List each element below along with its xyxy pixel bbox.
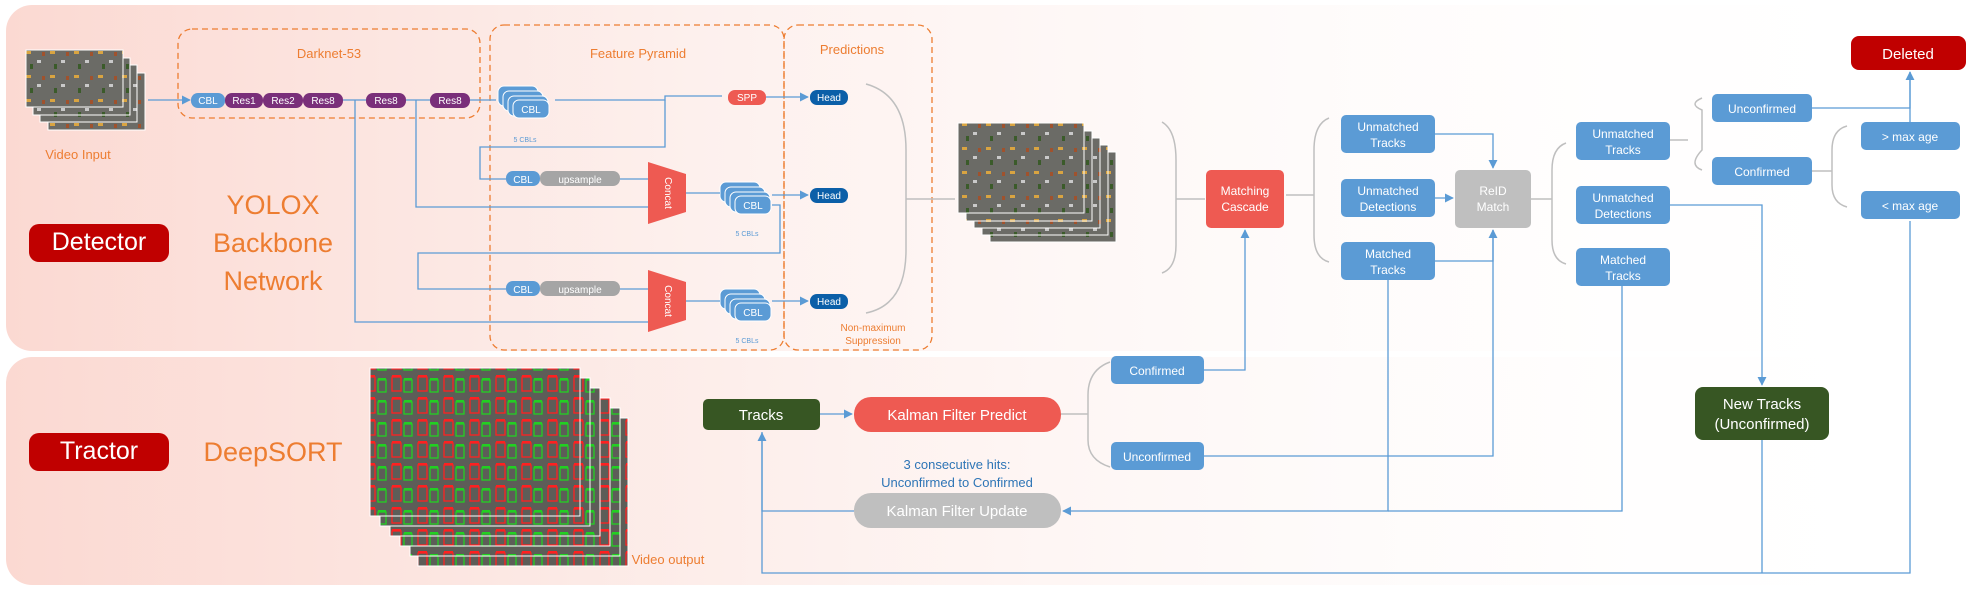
reid-box [1455, 170, 1531, 228]
concat-label-1: Concat [662, 177, 673, 209]
video-output-label: Video output [632, 552, 705, 567]
unmatched-detections-1-line-2: Detections [1360, 200, 1417, 214]
matching-cascade-line-2: Cascade [1221, 200, 1269, 214]
lt-max-age: < max age [1882, 199, 1939, 213]
cbl5-stack-1 [497, 85, 550, 119]
detection-frames-image [957, 122, 1117, 243]
darknet-block-res8-b: Res8 [374, 96, 398, 107]
predictions-title: Predictions [820, 42, 885, 57]
reid-line-2: Match [1477, 200, 1510, 214]
cbl5-1-caption: 5 CBLs [514, 137, 537, 144]
unmatched-tracks-2-line-2: Tracks [1605, 143, 1641, 157]
pyramid-title: Feature Pyramid [590, 46, 686, 61]
upsample-1: upsample [558, 175, 602, 186]
detector-label: Detector [52, 228, 146, 256]
darknet-block-res1: Res1 [232, 96, 256, 107]
unmatched-detections-1-line-1: Unmatched [1357, 184, 1418, 198]
darknet-box [177, 28, 481, 119]
darknet-title: Darknet-53 [297, 46, 361, 61]
nms-line-2: Suppression [845, 336, 901, 347]
concat-block-1 [648, 162, 686, 224]
gt-max-age: > max age [1882, 130, 1939, 144]
tracks-label: Tracks [739, 407, 783, 424]
confirmed-tracks: Confirmed [1129, 364, 1184, 378]
matched-tracks-1-line-2: Tracks [1370, 263, 1406, 277]
deleted-label: Deleted [1882, 46, 1934, 63]
matched-tracks-2-line-1: Matched [1600, 253, 1646, 267]
reid-line-1: ReID [1479, 184, 1507, 198]
cbl-upsample-2: CBL [513, 285, 533, 296]
tractor-label: Tractor [60, 437, 138, 465]
unmatched-tracks-1-line-1: Unmatched [1357, 120, 1418, 134]
kf-update-label: Kalman Filter Update [887, 503, 1028, 520]
concat-label-2: Concat [662, 285, 673, 317]
new-tracks-line-1: New Tracks [1723, 396, 1801, 413]
darknet-block-cbl: CBL [198, 96, 218, 107]
detector-badge [29, 224, 169, 262]
tracker-model: DeepSORT [203, 437, 342, 467]
video-input-label: Video Input [45, 147, 111, 162]
video-output-image [369, 367, 629, 567]
head-2: Head [817, 191, 841, 202]
unmatched-detections-2-line-2: Detections [1595, 207, 1652, 221]
unconfirmed-branch: Unconfirmed [1728, 102, 1796, 116]
matching-cascade-box [1206, 170, 1284, 228]
upsample-2: upsample [558, 285, 602, 296]
cbl5-stack-3 [719, 288, 772, 322]
predictions-box [783, 24, 933, 351]
hits-note-line-2: Unconfirmed to Confirmed [881, 475, 1033, 490]
tracks-box [703, 399, 820, 430]
cbl5-stack-2 [719, 181, 772, 215]
spp-label: SPP [737, 93, 757, 104]
kf-update-box [854, 493, 1061, 528]
model-line-2: Backbone [213, 228, 333, 258]
darknet-block-res8-a: Res8 [311, 96, 335, 107]
unmatched-tracks-2-line-1: Unmatched [1592, 127, 1653, 141]
cbl5-3-label: CBL [743, 308, 763, 319]
darknet-block-res2: Res2 [271, 96, 295, 107]
unmatched-detections-2-line-1: Unmatched [1592, 191, 1653, 205]
matched-tracks-1-line-1: Matched [1365, 247, 1411, 261]
nms-line-1: Non-maximum [840, 323, 905, 334]
cbl-upsample-1: CBL [513, 175, 533, 186]
cbl5-2-caption: 5 CBLs [736, 231, 759, 238]
cbl5-1-label: CBL [521, 105, 541, 116]
kf-predict-label: Kalman Filter Predict [887, 407, 1027, 424]
model-line-3: Network [223, 266, 323, 296]
confirmed-branch: Confirmed [1734, 165, 1789, 179]
cbl5-2-label: CBL [743, 201, 763, 212]
head-3: Head [817, 297, 841, 308]
matching-cascade-line-1: Matching [1221, 184, 1270, 198]
new-tracks-line-2: (Unconfirmed) [1714, 416, 1809, 433]
kf-predict-box [854, 397, 1061, 432]
model-line-1: YOLOX [226, 190, 319, 220]
head-1: Head [817, 93, 841, 104]
pyramid-box [489, 24, 785, 351]
video-input-image [25, 49, 146, 131]
hits-note-line-1: 3 consecutive hits: [904, 457, 1011, 472]
tractor-badge [29, 433, 169, 471]
unconfirmed-tracks: Unconfirmed [1123, 450, 1191, 464]
unmatched-tracks-1-line-2: Tracks [1370, 136, 1406, 150]
deleted-box [1851, 36, 1966, 70]
matched-tracks-2-line-2: Tracks [1605, 269, 1641, 283]
darknet-block-res8-c: Res8 [438, 96, 462, 107]
concat-block-2 [648, 270, 686, 332]
cbl5-3-caption: 5 CBLs [736, 338, 759, 345]
new-tracks-box [1695, 387, 1829, 440]
